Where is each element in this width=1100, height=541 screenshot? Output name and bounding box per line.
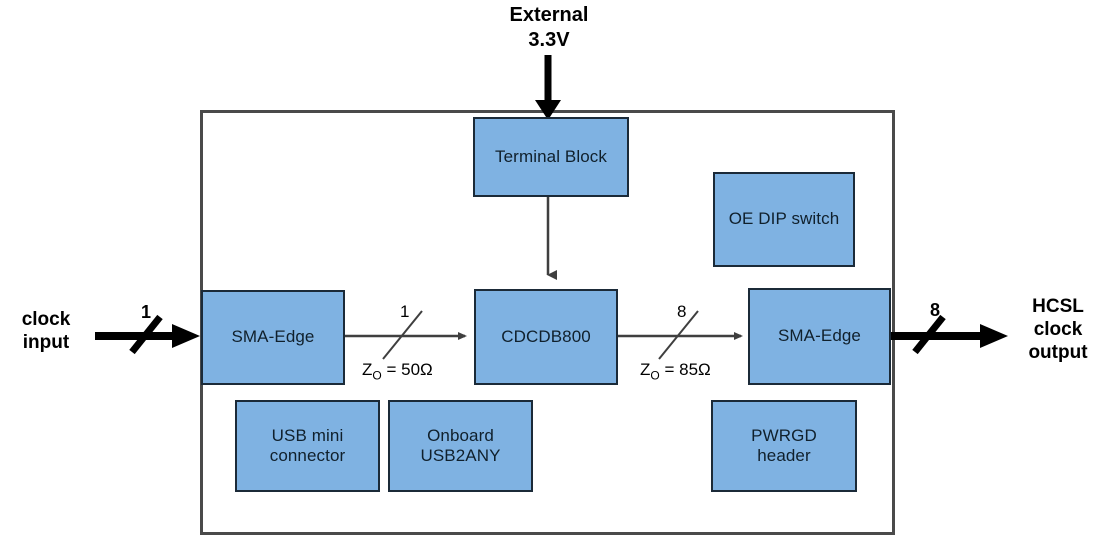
output-trace-impedance-label: ZO = 85Ω [640, 360, 711, 382]
block-usb-mini-connector[interactable]: USB mini connector [235, 400, 380, 492]
input-bus-count-label: 1 [141, 302, 152, 322]
clock-input-label: clock input [21, 309, 71, 354]
output-impedance-value: = 85Ω [659, 360, 711, 379]
block-onboard-usb2any[interactable]: Onboard USB2ANY [388, 400, 533, 492]
block-cdcdb800[interactable]: CDCDB800 [474, 289, 618, 385]
clock-input-arrow-head [172, 324, 200, 348]
output-impedance-subscript: O [650, 368, 660, 383]
block-sma-edge-input[interactable]: SMA-Edge [201, 290, 345, 385]
block-terminal-block[interactable]: Terminal Block [473, 117, 629, 197]
clock-output-slash [912, 314, 946, 355]
supply-arrow-head [535, 100, 561, 120]
sma-to-cdcdb800-slash [382, 310, 423, 360]
input-trace-impedance-label: ZO = 50Ω [362, 360, 433, 382]
clock-output-arrow-head [980, 324, 1008, 348]
output-impedance-symbol: Z [640, 360, 651, 379]
external-supply-label: External 3.3V [509, 4, 589, 51]
block-oe-dip-switch[interactable]: OE DIP switch [713, 172, 855, 267]
cdcdb800-to-sma-slash [658, 310, 699, 360]
input-impedance-symbol: Z [362, 360, 373, 379]
input-impedance-value: = 50Ω [381, 360, 433, 379]
block-pwrgd-header[interactable]: PWRGD header [711, 400, 857, 492]
sma-to-cdcdb800-count-label: 1 [400, 302, 410, 321]
output-bus-count-label: 8 [930, 300, 941, 320]
clock-input-slash [129, 314, 163, 355]
hcsl-clock-output-label: HCSL clock output [1028, 296, 1088, 364]
input-impedance-subscript: O [372, 368, 382, 383]
block-sma-edge-output[interactable]: SMA-Edge [748, 288, 891, 385]
cdcdb800-to-sma-count-label: 8 [677, 302, 687, 321]
